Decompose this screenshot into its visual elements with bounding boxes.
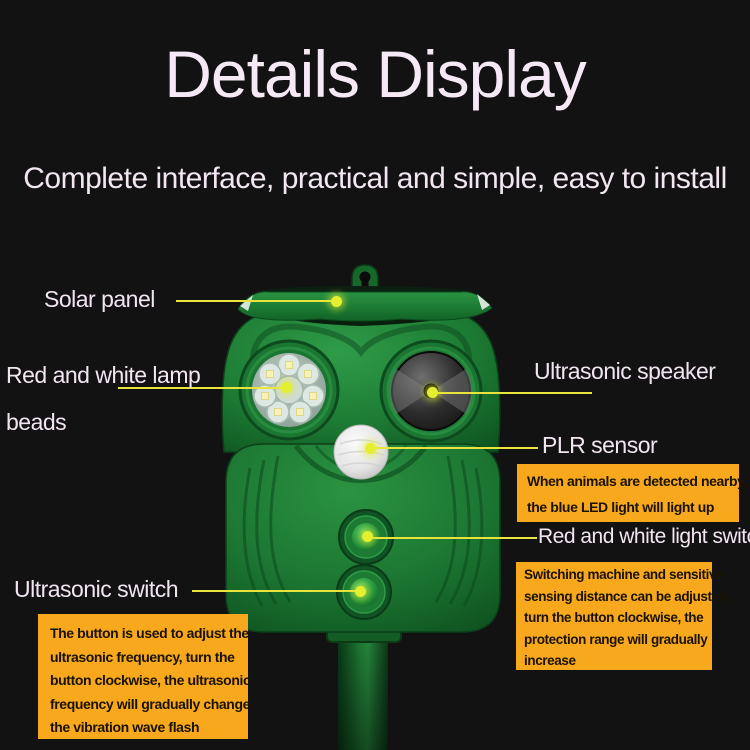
callout-line-lamp-beads <box>118 387 287 389</box>
note-light-switch: Switching machine and sensitive sensing … <box>516 562 730 670</box>
note-line: The button is used to adjust the <box>50 625 249 641</box>
note-line: button clockwise, the ultrasonic <box>50 672 251 688</box>
note-line: frequency will gradually change <box>50 695 250 712</box>
note-line: ultrasonic frequency, turn the <box>50 648 235 665</box>
callout-line-ultrasonic-speaker <box>433 392 592 394</box>
note-line: protection range will gradually <box>524 631 708 647</box>
callout-line-solar-panel <box>176 300 337 302</box>
note-line: sensing distance can be adjusted, <box>524 588 730 604</box>
wing-ridges <box>242 455 484 607</box>
note-line: Switching machine and sensitive <box>524 567 724 582</box>
label-solar-panel: Solar panel <box>44 286 155 312</box>
callout-dot-plr-sensor <box>365 443 376 454</box>
callout-dot-ultrasonic-speaker <box>427 387 438 398</box>
callout-dot-light-switch <box>362 531 373 542</box>
solar-panel <box>237 286 493 326</box>
label-plr-sensor: PLR sensor <box>542 432 658 458</box>
note-line: the vibration wave flash <box>50 719 200 735</box>
note-ultrasonic-switch: The button is used to adjust the ultraso… <box>38 614 251 739</box>
note-line: turn the button clockwise, the <box>524 610 704 625</box>
callout-dot-lamp-beads <box>281 382 292 393</box>
brow-ridge <box>249 323 473 369</box>
page-subtitle: Complete interface, practical and simple… <box>23 162 727 195</box>
callout-dot-solar-panel <box>331 296 342 307</box>
owl-repeller-device <box>221 264 501 750</box>
label-lamp-beads: Red and white lamp beads <box>6 362 201 435</box>
label-light-switch: Red and white light switch <box>538 525 750 548</box>
callout-line-plr-sensor <box>371 447 538 449</box>
note-plr-sensor: When animals are detected nearby, the bl… <box>517 464 747 522</box>
pir-sensor-dome <box>333 424 389 480</box>
callout-dot-ultrasonic-switch <box>355 586 366 597</box>
lamp-beads <box>253 353 325 424</box>
label-ultrasonic-switch: Ultrasonic switch <box>14 576 179 602</box>
note-line: increase <box>524 653 576 668</box>
callout-line-light-switch <box>368 537 537 539</box>
label-ultrasonic-speaker: Ultrasonic speaker <box>534 358 716 384</box>
note-line: the blue LED light will light up <box>527 499 715 515</box>
callout-line-ultrasonic-switch <box>192 590 361 592</box>
mounting-pole <box>338 634 388 750</box>
note-line: When animals are detected nearby, <box>527 473 747 489</box>
page-title: Details Display <box>164 37 586 111</box>
ultrasonic-speaker-eye <box>379 339 483 443</box>
